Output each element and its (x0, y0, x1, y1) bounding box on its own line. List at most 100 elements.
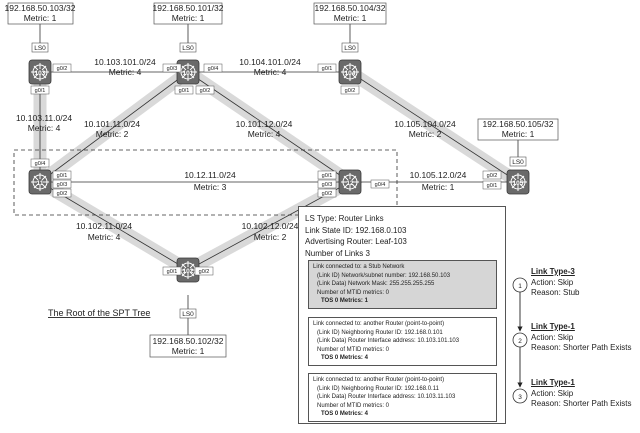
interface-label: g0/1 (179, 88, 190, 94)
loopback-label: LS0 (182, 45, 194, 52)
step-title: Link Type-3 (531, 267, 575, 276)
interface-label: g0/2 (322, 191, 333, 197)
link-prefix: 10.103.11.0/24 (16, 113, 72, 123)
link-metric: Metric: 3 (194, 182, 227, 192)
interface-label: g0/4 (208, 66, 219, 72)
step-reason: Reason: Shorter Path Exists (531, 399, 632, 408)
step-number: 2 (518, 338, 522, 345)
link-tos: TOS 0 Metrics: 4 (321, 411, 368, 418)
router-104-id: 104 (345, 70, 356, 77)
stub-metric: Metric: 1 (172, 346, 205, 356)
link-metric: Metric: 4 (248, 129, 281, 139)
link-metric: Metric: 2 (254, 232, 287, 242)
link-prefix: 10.101.12.0/24 (236, 119, 293, 129)
link-prefix: 10.12.11.0/24 (184, 170, 236, 180)
link-connected: Link connected to: another Router (point… (313, 321, 445, 327)
router-11-id: 11 (37, 180, 44, 187)
link-mtid: Number of MTID metrics: 0 (317, 346, 390, 353)
interface-label: g0/2 (57, 66, 68, 72)
interface-label: g0/1 (322, 173, 333, 179)
link-metric: Metric: 1 (422, 182, 455, 192)
link-id: (Link ID) Network/subnet number: 192.168… (317, 272, 451, 279)
step-1: Link Type-3 Action: Skip Reason: Stub (531, 267, 579, 299)
link-metric: Metric: 2 (409, 129, 442, 139)
link-metric: Metric: 4 (254, 67, 287, 77)
interface-labels: g0/2 g0/1 g0/3 g0/4 g0/1 g0/2 g0/1 g0/2 … (30, 63, 502, 276)
interface-label: g0/2 (345, 88, 356, 94)
stub-prefix: 192.168.50.101/32 (153, 3, 224, 13)
stub-metric: Metric: 1 (334, 13, 367, 23)
link-prefix: 10.102.12.0/24 (242, 221, 299, 231)
link-id: (Link ID) Neighboring Router ID: 192.168… (317, 329, 443, 336)
link-connected: Link connected to: a Stub Network (313, 264, 405, 270)
step-action: Action: Skip (531, 277, 574, 287)
lsa-ls-type: LS Type: Router Links (305, 214, 384, 223)
step-title: Link Type-1 (531, 378, 575, 387)
step-2: Link Type-1 Action: Skip Reason: Shorter… (531, 322, 632, 354)
link-tos: TOS 0 Metrics: 1 (321, 298, 368, 305)
loopback-label: LS0 (182, 311, 194, 318)
interface-label: g0/4 (35, 161, 46, 167)
link-metric: Metric: 2 (96, 129, 129, 139)
interface-label: g0/3 (57, 182, 68, 188)
interface-label: g0/2 (487, 173, 498, 179)
stub-boxes: 192.168.50.103/32 Metric: 1 192.168.50.1… (5, 2, 559, 358)
interface-label: g0/1 (35, 88, 46, 94)
stub-prefix: 192.168.50.104/32 (315, 3, 386, 13)
step-title: Link Type-1 (531, 322, 575, 331)
router-105-id: 105 (513, 180, 524, 187)
link-prefix: 10.105.12.0/24 (410, 170, 467, 180)
link-mtid: Number of MTID metrics: 0 (317, 289, 390, 296)
link-tos: TOS 0 Metrics: 4 (321, 355, 368, 362)
interface-label: g0/1 (57, 173, 68, 179)
lsa-header: LS Type: Router Links Link State ID: 192… (305, 213, 407, 259)
router-103-id: 103 (35, 70, 46, 77)
lsa-link-entry: Link connected to: another Router (point… (308, 373, 497, 422)
link-connected: Link connected to: another Router (point… (313, 377, 445, 383)
link-mtid: Number of MTID metrics: 0 (317, 402, 390, 409)
step-3: Link Type-1 Action: Skip Reason: Shorter… (531, 378, 632, 410)
step-reason: Reason: Stub (531, 288, 580, 297)
spt-root-label: The Root of the SPT Tree (48, 308, 150, 318)
link-metric: Metric: 4 (88, 232, 121, 242)
stub-metric: Metric: 1 (172, 13, 205, 23)
link-data: (Link Data) Router Interface address: 10… (317, 394, 456, 401)
stub-metric: Metric: 1 (24, 13, 57, 23)
loopback-labels: LS0 LS0 LS0 LS0 LS0 (31, 42, 527, 319)
link-prefix: 10.101.11.0/24 (84, 119, 140, 129)
link-id: (Link ID) Neighboring Router ID: 192.168… (317, 385, 439, 392)
step-number: 3 (518, 394, 522, 401)
lsa-number-of-links: Number of Links 3 (305, 248, 370, 258)
router-12-id: 12 (346, 180, 354, 187)
step-reason: Reason: Shorter Path Exists (531, 343, 632, 352)
loopback-label: LS0 (34, 45, 46, 52)
link-prefix: 10.105.104.0/24 (394, 119, 456, 129)
stub-prefix: 192.168.50.103/32 (5, 3, 76, 13)
loopback-label: LS0 (512, 159, 524, 166)
link-prefix: 10.102.11.0/24 (76, 221, 132, 231)
stub-prefix: 192.168.50.102/32 (153, 336, 224, 346)
area-boundary (13, 149, 398, 216)
link-metric: Metric: 4 (109, 67, 142, 77)
stub-prefix: 192.168.50.105/32 (483, 119, 554, 129)
step-number: 1 (518, 283, 522, 290)
interface-label: g0/3 (322, 182, 333, 188)
router-101-id: 101 (183, 70, 194, 77)
link-data: (Link Data) Network Mask: 255.255.255.25… (317, 281, 435, 288)
lsa-link-entry: Link connected to: another Router (point… (308, 317, 497, 366)
link-prefix: 10.104.101.0/24 (239, 57, 301, 67)
link-prefix: 10.103.101.0/24 (94, 57, 156, 67)
step-action: Action: Skip (531, 388, 574, 398)
interface-label: g0/1 (322, 66, 333, 72)
interface-label: g0/4 (375, 182, 386, 188)
step-flow: 1 2 3 (512, 277, 528, 404)
link-metric: Metric: 4 (28, 123, 61, 133)
lsa-advertising-router: Advertising Router: Leaf-103 (305, 237, 407, 246)
link-data: (Link Data) Router Interface address: 10… (317, 338, 460, 345)
lsa-link-entry: Link connected to: a Stub Network (Link … (308, 260, 497, 309)
stub-metric: Metric: 1 (502, 129, 535, 139)
link-labels: 10.103.101.0/24 Metric: 4 10.104.101.0/2… (16, 57, 467, 242)
interface-label: g0/2 (199, 269, 210, 275)
interface-label: g0/3 (167, 66, 178, 72)
